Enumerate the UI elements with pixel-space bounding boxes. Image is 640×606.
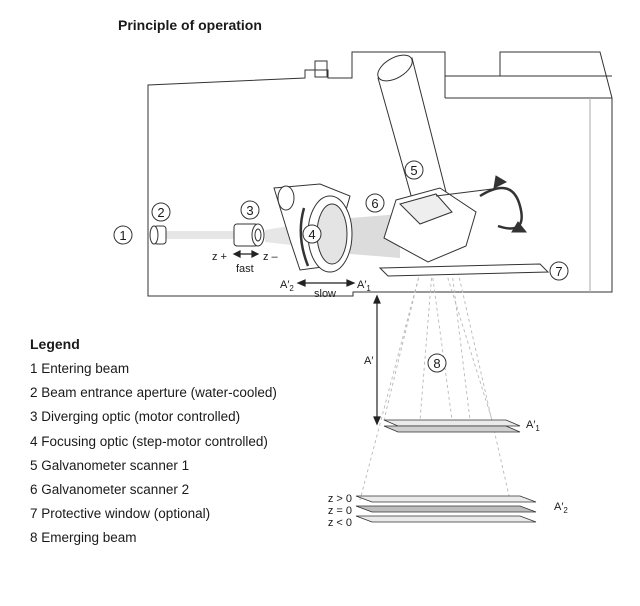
svg-text:6: 6 [371,196,378,211]
legend-item: 6 Galvanometer scanner 2 [30,481,190,497]
svg-text:7: 7 [555,264,562,279]
diagram-title: Principle of operation [118,17,262,33]
legend-item: 5 Galvanometer scanner 1 [30,457,190,473]
galvanometer-scanner-1 [377,54,447,207]
callout-4: 4 [302,224,322,244]
a-prime-arrow [373,294,381,426]
working-plane-a2 [355,495,537,523]
callout-2: 2 [151,202,171,222]
callout-7: 7 [549,261,569,281]
legend-item: 3 Diverging optic (motor controlled) [30,409,241,425]
z-gt0-label: z > 0 [328,493,352,505]
scanner-housing [147,51,613,297]
legend-list: 1 Entering beam 2 Beam entrance aperture… [30,361,277,555]
protective-window [378,263,550,277]
svg-text:5: 5 [410,163,417,178]
a2-plane-label: A′2 [554,501,568,515]
beam-entrance-aperture [149,225,167,245]
a-prime-label: A′ [364,355,373,367]
callout-3: 3 [240,200,260,220]
callout-1: 1 [113,225,133,245]
z-minus-label: z – [263,251,279,263]
legend-item: 4 Focusing optic (step-motor controlled) [30,433,268,449]
diverging-optic [233,223,265,247]
callout-8: 8 [427,353,447,373]
svg-text:8: 8 [433,356,440,371]
slow-label: slow [314,288,336,300]
z-eq0-label: z = 0 [328,505,352,517]
svg-text:1: 1 [119,228,126,243]
fast-label: fast [236,263,254,275]
working-plane-a1 [383,419,521,433]
legend-item: 1 Entering beam [30,361,130,376]
legend-item: 7 Protective window (optional) [30,506,211,522]
legend-item: 2 Beam entrance aperture (water-cooled) [30,385,277,401]
svg-text:2: 2 [157,205,164,220]
callout-6: 6 [365,193,385,213]
emerging-beam [359,271,511,501]
legend-heading: Legend [30,336,80,352]
entering-beam [164,214,400,258]
z-axis-arrows [232,250,356,287]
svg-text:4: 4 [308,227,315,242]
a1-plane-label: A′1 [526,419,540,433]
a1-label: A′1 [357,279,371,293]
svg-text:3: 3 [246,203,253,218]
legend-item: 8 Emerging beam [30,530,137,546]
z-lt0-label: z < 0 [328,517,352,529]
z-plus-label: z + [212,251,227,263]
a2-label: A′2 [280,279,294,293]
callout-5: 5 [404,160,424,180]
galvanometer-scanner-2 [383,175,528,263]
